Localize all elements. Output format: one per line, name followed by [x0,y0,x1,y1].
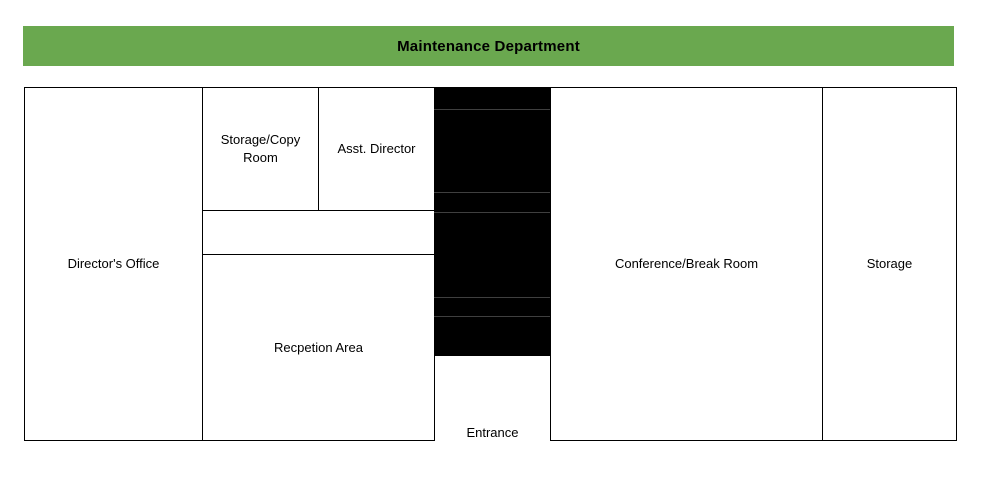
room-storage-copy: Storage/Copy Room [202,87,319,211]
room-label-directors-office: Director's Office [67,256,160,271]
blocked-area-divider [434,109,551,110]
room-reception-area: Recpetion Area [202,254,435,441]
blocked-area-divider [434,316,551,317]
room-label-storage: Storage [866,256,913,271]
department-title-banner: Maintenance Department [23,26,954,66]
room-storage: Storage [822,87,957,441]
room-directors-office: Director's Office [24,87,203,441]
blocked-stairwell-area [434,87,551,356]
room-label-reception-area: Recpetion Area [274,339,363,355]
blocked-area-divider [434,192,551,193]
blocked-area-divider [434,297,551,298]
room-label-entrance: Entrance [466,425,519,440]
room-corridor [202,210,435,255]
room-conference-break: Conference/Break Room [550,87,823,441]
room-asst-director: Asst. Director [318,87,435,211]
floor-plan: Director's Office Storage/Copy Room Asst… [24,87,957,441]
page-title: Maintenance Department [397,37,580,55]
room-label-asst-director: Asst. Director [337,141,416,156]
room-label-storage-copy: Storage/Copy Room [220,132,301,165]
room-label-conference-break: Conference/Break Room [614,256,759,271]
room-entrance: Entrance [434,356,551,441]
blocked-area-divider [434,212,551,213]
